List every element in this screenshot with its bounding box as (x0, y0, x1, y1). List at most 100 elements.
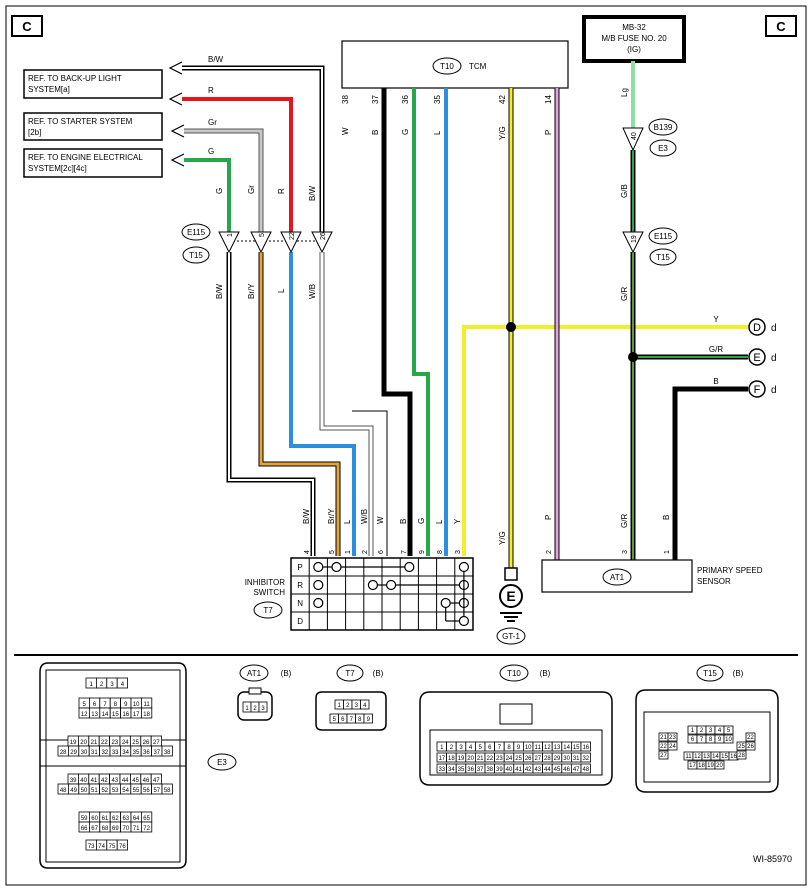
inhibitor-pin-2: 2 (362, 550, 369, 554)
b139-pin-shape (622, 127, 644, 152)
e3-pin-8: 8 (114, 702, 118, 708)
t7-pin-9: 9 (367, 717, 371, 723)
speed-sensor-color-b: B (662, 515, 671, 520)
t10-latch (499, 703, 533, 725)
inhibitor-connector: T7 (263, 606, 273, 615)
e3-pin-10: 10 (133, 702, 140, 708)
t7-cell (363, 713, 373, 724)
e115-left-pin1-shape (218, 231, 240, 254)
t10-pin-38: 38 (486, 767, 493, 773)
t7-cell (360, 699, 370, 710)
inhibitor-name-line2: SWITCH (253, 588, 285, 597)
inhibitor-wire-color: G (417, 518, 426, 524)
t10-pin-36: 36 (467, 767, 474, 773)
t15-pin-8: 8 (709, 737, 713, 743)
e3-pin-71: 71 (133, 826, 140, 832)
e3-pin-15: 15 (112, 712, 119, 718)
e115-right-top: E115 (654, 232, 673, 241)
e115-up-color-r: R (277, 188, 286, 194)
wire-bw-ref-inner (182, 67, 323, 233)
e3-pin-12: 12 (81, 712, 88, 718)
t10-pin-19: 19 (458, 756, 465, 762)
inhibitor-pin-5: 5 (329, 550, 336, 554)
t15-pin-21: 21 (660, 735, 667, 741)
e3-pin-24: 24 (122, 740, 129, 746)
e3-pin-40: 40 (80, 778, 87, 784)
t7-pin-4: 4 (363, 703, 367, 709)
t10-pin-33: 33 (438, 767, 445, 773)
t10-pin-9: 9 (517, 745, 521, 751)
tcm-pin-14: 14 (544, 95, 553, 104)
e3-pin-74: 74 (98, 844, 105, 850)
t10-pin-21: 21 (477, 756, 484, 762)
t10-pin-5: 5 (479, 745, 483, 751)
ref-arrow-gr (170, 124, 185, 138)
t10-pin-3: 3 (459, 745, 463, 751)
t10-pin-22: 22 (486, 756, 493, 762)
e3-pin-53: 53 (112, 788, 119, 794)
e3-pin-76: 76 (119, 844, 126, 850)
e3-cell (116, 677, 128, 689)
e115-left-wire-colors: G Gr R B/W B/W Br/Y L W/B (215, 185, 317, 299)
corner-label-right-text: C (776, 19, 786, 34)
t10-pin-20: 20 (467, 756, 474, 762)
t15-cell (667, 732, 678, 742)
ground-label: GT-1 (502, 632, 520, 641)
inhibitor-row-R: R (297, 581, 303, 590)
e3-pin-41: 41 (91, 778, 98, 784)
e3-pin-56: 56 (143, 788, 150, 794)
e3-pin-48: 48 (60, 788, 67, 794)
e115-up-color-bw: B/W (308, 185, 317, 201)
e3-pin-9: 9 (124, 702, 128, 708)
e3-pin-37: 37 (153, 750, 160, 756)
inhibitor-contact (331, 561, 342, 573)
wire-bw-ref-outer (182, 65, 325, 233)
at1-latch (248, 687, 262, 695)
t10-pin-6: 6 (488, 745, 492, 751)
t15-pin-12: 12 (694, 754, 701, 760)
t15-label-badge (696, 664, 724, 682)
wire-bw-lower-outer (226, 252, 316, 556)
t15-cell (658, 750, 669, 760)
t10-pin-37: 37 (477, 767, 484, 773)
t15-pin-23: 23 (669, 735, 676, 741)
e3-pin-62: 62 (112, 816, 119, 822)
e3-cell (140, 821, 153, 833)
inhibitor-contact (367, 579, 378, 591)
e3-pin-66: 66 (81, 826, 88, 832)
t15-inner (643, 711, 771, 783)
inhibitor-wire-color: L (343, 519, 352, 524)
t15-pin-13: 13 (703, 754, 710, 760)
e3-pin-26: 26 (143, 740, 150, 746)
speed-sensor-connector: AT1 (610, 573, 625, 582)
e3-pin-47: 47 (153, 778, 160, 784)
e3-pin-32: 32 (101, 750, 108, 756)
inhibitor-pin-1: 1 (345, 550, 352, 554)
t10-inner (429, 729, 603, 776)
t15-pin-20: 20 (716, 763, 723, 769)
inhibitor-name-line1: INHIBITOR (245, 578, 286, 587)
inhibitor-wire-color: W (376, 516, 385, 524)
t15-pin-11: 11 (685, 754, 692, 760)
inhibitor-labels: INHIBITOR SWITCH T7 (245, 578, 286, 619)
inhibitor-row-P: P (297, 563, 302, 572)
tcm-pin-38-color: W (341, 127, 350, 135)
offpage-d-color: Y (713, 315, 719, 324)
t10-cell (580, 752, 592, 763)
inhibitor-connector-badge (253, 601, 283, 619)
t7-pin-2: 2 (346, 703, 350, 709)
ref-box-engine (23, 148, 163, 178)
tcm-connector-badge (432, 57, 462, 75)
e3-pin-75: 75 (109, 844, 116, 850)
t10-pin-10: 10 (525, 745, 532, 751)
e3-pin-44: 44 (122, 778, 129, 784)
corner-label-left (11, 15, 43, 37)
e3-pin-23: 23 (111, 740, 118, 746)
t10-pin-12: 12 (544, 745, 551, 751)
e3-pin-5: 5 (83, 702, 87, 708)
e3-pin-13: 13 (91, 712, 98, 718)
inhibitor-contact (313, 597, 324, 609)
t15-pin-2: 2 (700, 728, 704, 734)
